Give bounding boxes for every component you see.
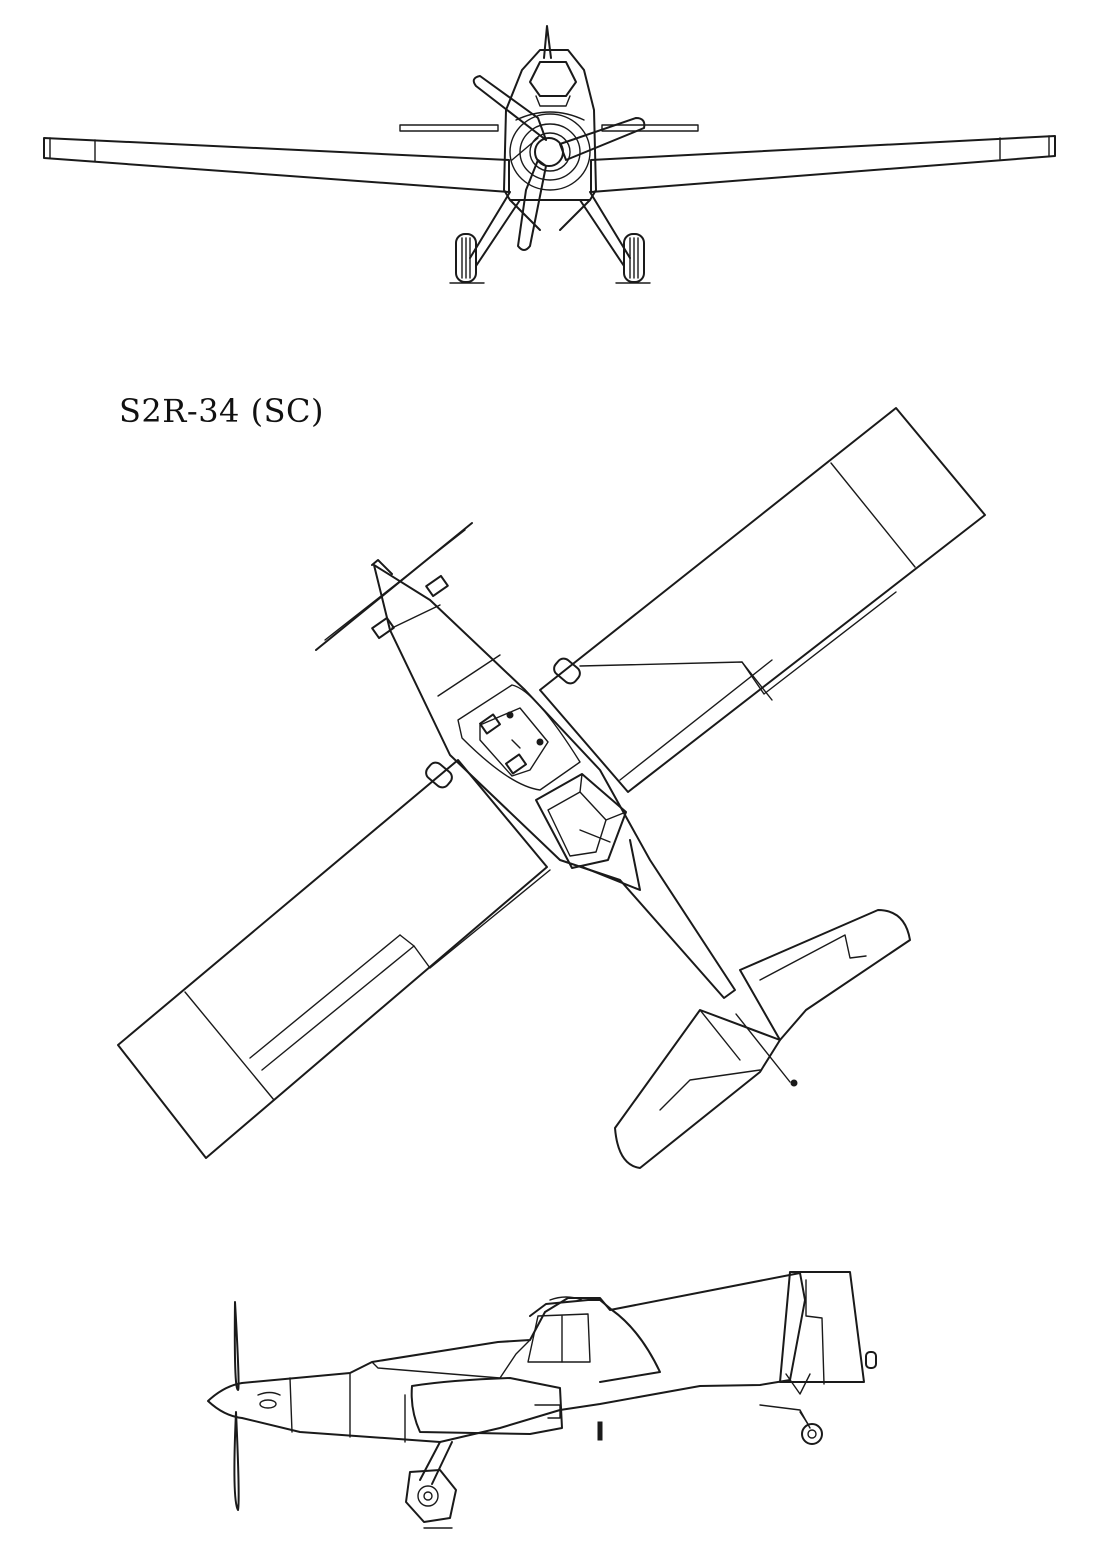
front-landing-gear [449, 191, 651, 284]
top-view [117, 407, 986, 1169]
front-propeller [472, 75, 646, 251]
front-horizontal-tail [399, 124, 699, 132]
top-horizontal-tail [614, 909, 911, 1169]
front-left-wing [43, 137, 510, 193]
side-propeller [233, 1301, 240, 1511]
top-right-wing [539, 407, 986, 793]
side-tail-wheel [759, 1404, 823, 1445]
model-caption: S2R-34 (SC) [119, 392, 324, 430]
front-fuselage [503, 49, 597, 201]
top-left-wing [117, 759, 551, 1159]
top-left-wheel [425, 761, 453, 789]
side-vertical-tail [779, 1271, 877, 1395]
side-view [207, 1271, 877, 1529]
front-right-wing [590, 135, 1056, 193]
top-fuselage [373, 564, 736, 999]
side-fuselage [207, 1272, 806, 1443]
top-right-wheel [553, 657, 581, 685]
front-view [43, 25, 1056, 284]
front-fin [543, 25, 552, 59]
top-propeller [315, 522, 473, 651]
side-main-gear [405, 1441, 457, 1529]
